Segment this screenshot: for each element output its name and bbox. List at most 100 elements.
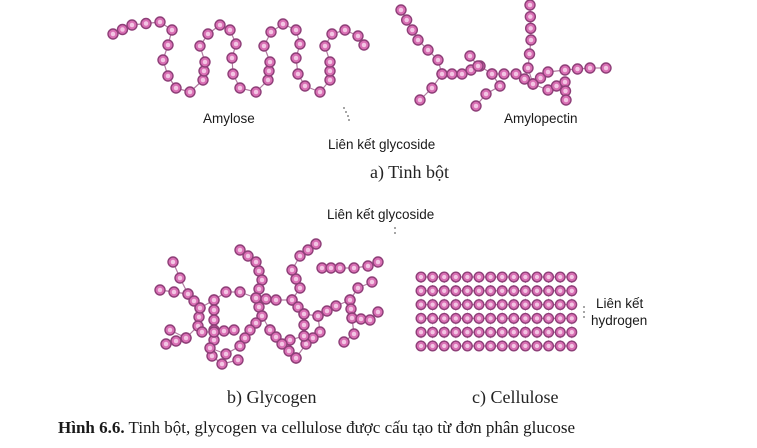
glucose-unit-core (237, 85, 243, 91)
glucose-unit-core (191, 298, 197, 304)
glucose-unit-core (435, 57, 441, 63)
glucose-unit-core (165, 42, 171, 48)
glucose-unit-core (375, 309, 381, 315)
hydrogen-bond-label-line1: Liên kết (596, 296, 644, 311)
glucose-unit-core (558, 302, 563, 307)
glucose-unit-core (603, 65, 609, 71)
glucose-unit-core (289, 267, 295, 273)
glucose-unit-core (253, 259, 259, 265)
glucose-unit-core (418, 302, 424, 307)
glucose-unit-core (209, 353, 215, 359)
glucose-unit-core (467, 53, 473, 59)
glucose-unit-core (293, 27, 299, 33)
glucose-unit-core (453, 302, 458, 307)
glucose-unit-core (530, 81, 536, 87)
glucose-unit-core (273, 334, 279, 340)
glucose-unit-core (562, 67, 568, 73)
glucose-unit-core (295, 71, 301, 77)
glucose-unit-core (223, 351, 229, 357)
glucose-unit-core (293, 276, 299, 282)
glucose-unit-core (302, 83, 308, 89)
glucose-unit-core (511, 274, 516, 280)
glucose-unit-core (546, 343, 551, 349)
glucose-unit-core (267, 327, 273, 333)
glucose-unit-core (575, 66, 580, 72)
glucose-unit-core (465, 288, 470, 293)
glucose-unit-core (500, 274, 505, 280)
glucose-unit-core (453, 288, 458, 293)
glucose-unit-core (303, 341, 309, 347)
glucose-unit-core (418, 316, 424, 321)
glucose-unit-core (177, 275, 183, 281)
glucose-unit-core (167, 327, 173, 333)
glucose-unit-core (297, 253, 303, 259)
glucose-unit-core (500, 288, 505, 293)
glucose-unit-core (348, 306, 354, 312)
glucose-unit-core (143, 21, 149, 26)
glucose-unit-core (315, 313, 321, 319)
glucose-unit-core (317, 89, 323, 95)
glucose-unit-core (337, 265, 343, 271)
glucose-unit-core (201, 68, 207, 74)
glucose-unit-core (265, 77, 271, 83)
glucose-unit-core (247, 327, 253, 333)
glucose-unit-core (488, 274, 493, 280)
glucose-unit-core (173, 338, 179, 344)
glucose-unit-core (483, 91, 489, 97)
glucose-unit-core (313, 241, 319, 247)
glucose-unit-core (129, 22, 135, 28)
glucose-unit-core (349, 315, 355, 321)
glucose-unit-core (538, 75, 543, 81)
glucose-unit-core (287, 337, 293, 343)
glucose-unit-core (183, 335, 189, 341)
glucose-unit-core (211, 329, 217, 335)
figure-caption: Hình 6.6. Tinh bột, glycogen va cellulos… (58, 418, 575, 438)
glucose-unit-core (261, 43, 267, 49)
glucose-unit-core (476, 302, 482, 307)
glucose-unit-core (185, 291, 191, 297)
glucose-unit-core (233, 41, 239, 47)
glucose-unit-core (305, 247, 311, 253)
glucose-unit-core (211, 337, 217, 343)
glucose-unit-core (562, 79, 568, 85)
glucose-unit-core (449, 71, 455, 77)
glucose-unit-core (501, 71, 507, 77)
glucose-unit-core (256, 286, 262, 292)
glucose-unit-core (465, 316, 470, 321)
glucose-unit-core (157, 287, 163, 293)
glucose-unit-core (476, 343, 482, 349)
glucose-unit-core (523, 343, 528, 349)
glucose-unit-core (511, 288, 516, 293)
glucose-unit-core (237, 289, 243, 295)
glucose-unit-core (534, 343, 540, 349)
glucose-unit-core (355, 33, 361, 39)
glucose-unit-core (253, 89, 259, 95)
glucose-unit-core (546, 316, 551, 321)
glucose-unit-core (199, 329, 205, 335)
glucose-unit-core (280, 21, 286, 27)
glucose-unit-core (558, 274, 563, 280)
glucose-unit-core (253, 320, 259, 326)
glucose-unit-core (197, 305, 203, 311)
glucose-unit-core (527, 2, 533, 8)
glucose-unit-core (229, 55, 235, 61)
glucose-unit-core (475, 63, 481, 69)
glucose-unit-core (476, 316, 482, 321)
glucose-unit-core (488, 288, 493, 293)
glucose-unit-core (223, 289, 229, 295)
glucose-unit-core (554, 83, 559, 89)
glucose-unit-core (528, 26, 533, 31)
glucose-unit-core (439, 71, 445, 77)
glucose-unit-core (476, 330, 482, 335)
glucose-unit-core (429, 85, 435, 91)
glucose-unit-core (358, 316, 364, 322)
glucose-unit-core (160, 57, 166, 63)
glucose-unit-core (546, 330, 551, 335)
glucose-unit-core (430, 302, 435, 307)
glucose-unit-core (558, 316, 563, 321)
glucose-unit-core (546, 288, 551, 293)
glucose-unit-core (398, 7, 404, 13)
glucose-unit-core (442, 274, 447, 280)
figure-number: Hình 6.6. (58, 418, 125, 437)
